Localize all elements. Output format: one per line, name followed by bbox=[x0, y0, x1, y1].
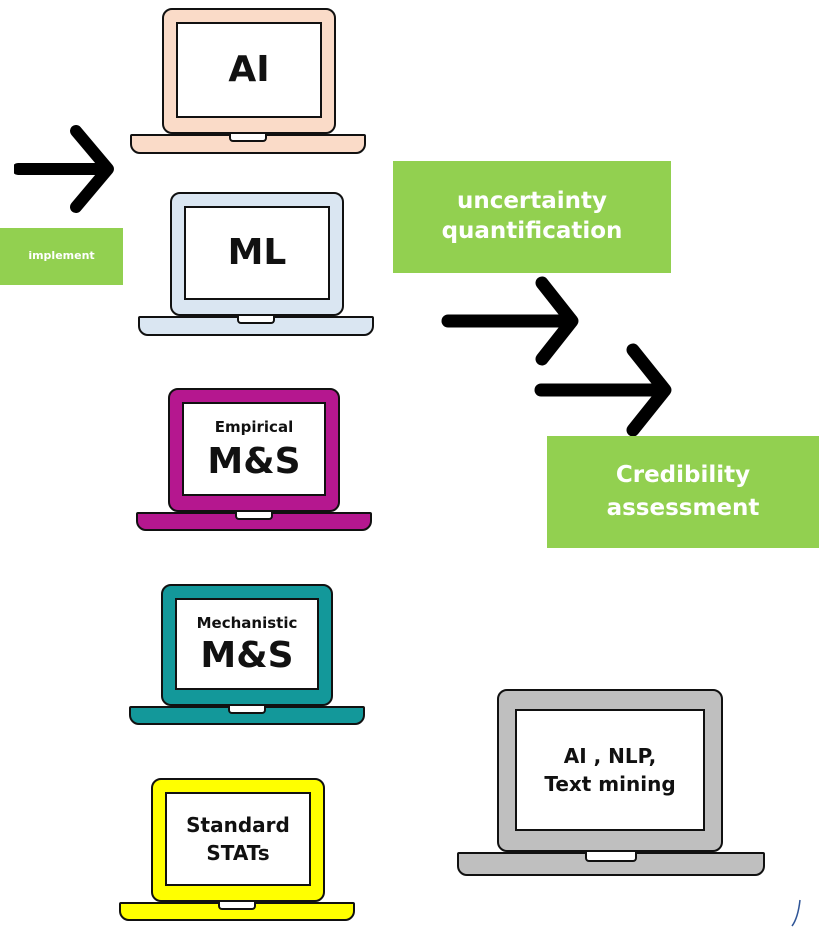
empirical-top-label: Empirical bbox=[214, 418, 294, 436]
mechanistic-laptop-screen: Mechanistic M&S bbox=[175, 598, 319, 690]
uq-line1: uncertainty bbox=[456, 188, 608, 215]
implement-box: implement bbox=[0, 228, 123, 285]
lower-arrow-icon bbox=[534, 343, 672, 437]
empirical-ms-laptop: Empirical M&S bbox=[136, 388, 372, 532]
mechanistic-laptop-notch bbox=[228, 706, 266, 714]
stats-laptop-notch bbox=[218, 902, 256, 910]
cred-line2: assessment bbox=[606, 495, 760, 521]
implement-label: implement bbox=[28, 249, 95, 263]
empirical-laptop-screen: Empirical M&S bbox=[182, 402, 326, 496]
middle-arrow-icon bbox=[441, 276, 579, 366]
ai-label: AI bbox=[228, 49, 270, 90]
nlp-line2: Text mining bbox=[544, 772, 676, 796]
credibility-assessment-box: Credibility assessment bbox=[547, 436, 819, 548]
ml-laptop: ML bbox=[138, 192, 374, 337]
left-arrow-icon bbox=[14, 125, 114, 213]
empirical-laptop-notch bbox=[235, 512, 273, 520]
ml-laptop-screen: ML bbox=[184, 206, 330, 300]
uncertainty-quantification-box: uncertainty quantification bbox=[393, 161, 671, 273]
ml-laptop-notch bbox=[237, 316, 275, 324]
mechanistic-top-label: Mechanistic bbox=[196, 614, 298, 632]
ai-laptop-screen: AI bbox=[176, 22, 322, 118]
ai-laptop-notch bbox=[229, 134, 267, 142]
nlp-line1: AI , NLP, bbox=[563, 744, 657, 768]
stats-line1: Standard bbox=[186, 813, 290, 837]
mechanistic-ms-laptop: Mechanistic M&S bbox=[129, 584, 365, 726]
nlp-laptop-notch bbox=[585, 852, 637, 862]
cred-line1: Credibility bbox=[615, 461, 751, 488]
stats-line2: STATs bbox=[206, 841, 270, 865]
ai-laptop: AI bbox=[130, 8, 366, 155]
nlp-laptop-screen: AI , NLP, Text mining bbox=[515, 709, 705, 831]
uq-line2: quantification bbox=[441, 218, 623, 244]
ai-nlp-text-mining-laptop: AI , NLP, Text mining bbox=[457, 689, 765, 878]
empirical-main-label: M&S bbox=[207, 441, 301, 482]
mechanistic-main-label: M&S bbox=[200, 635, 294, 676]
decorative-curve-icon bbox=[791, 899, 801, 927]
stats-laptop-screen: Standard STATs bbox=[165, 792, 311, 886]
ml-label: ML bbox=[227, 232, 287, 273]
standard-stats-laptop: Standard STATs bbox=[119, 778, 355, 922]
